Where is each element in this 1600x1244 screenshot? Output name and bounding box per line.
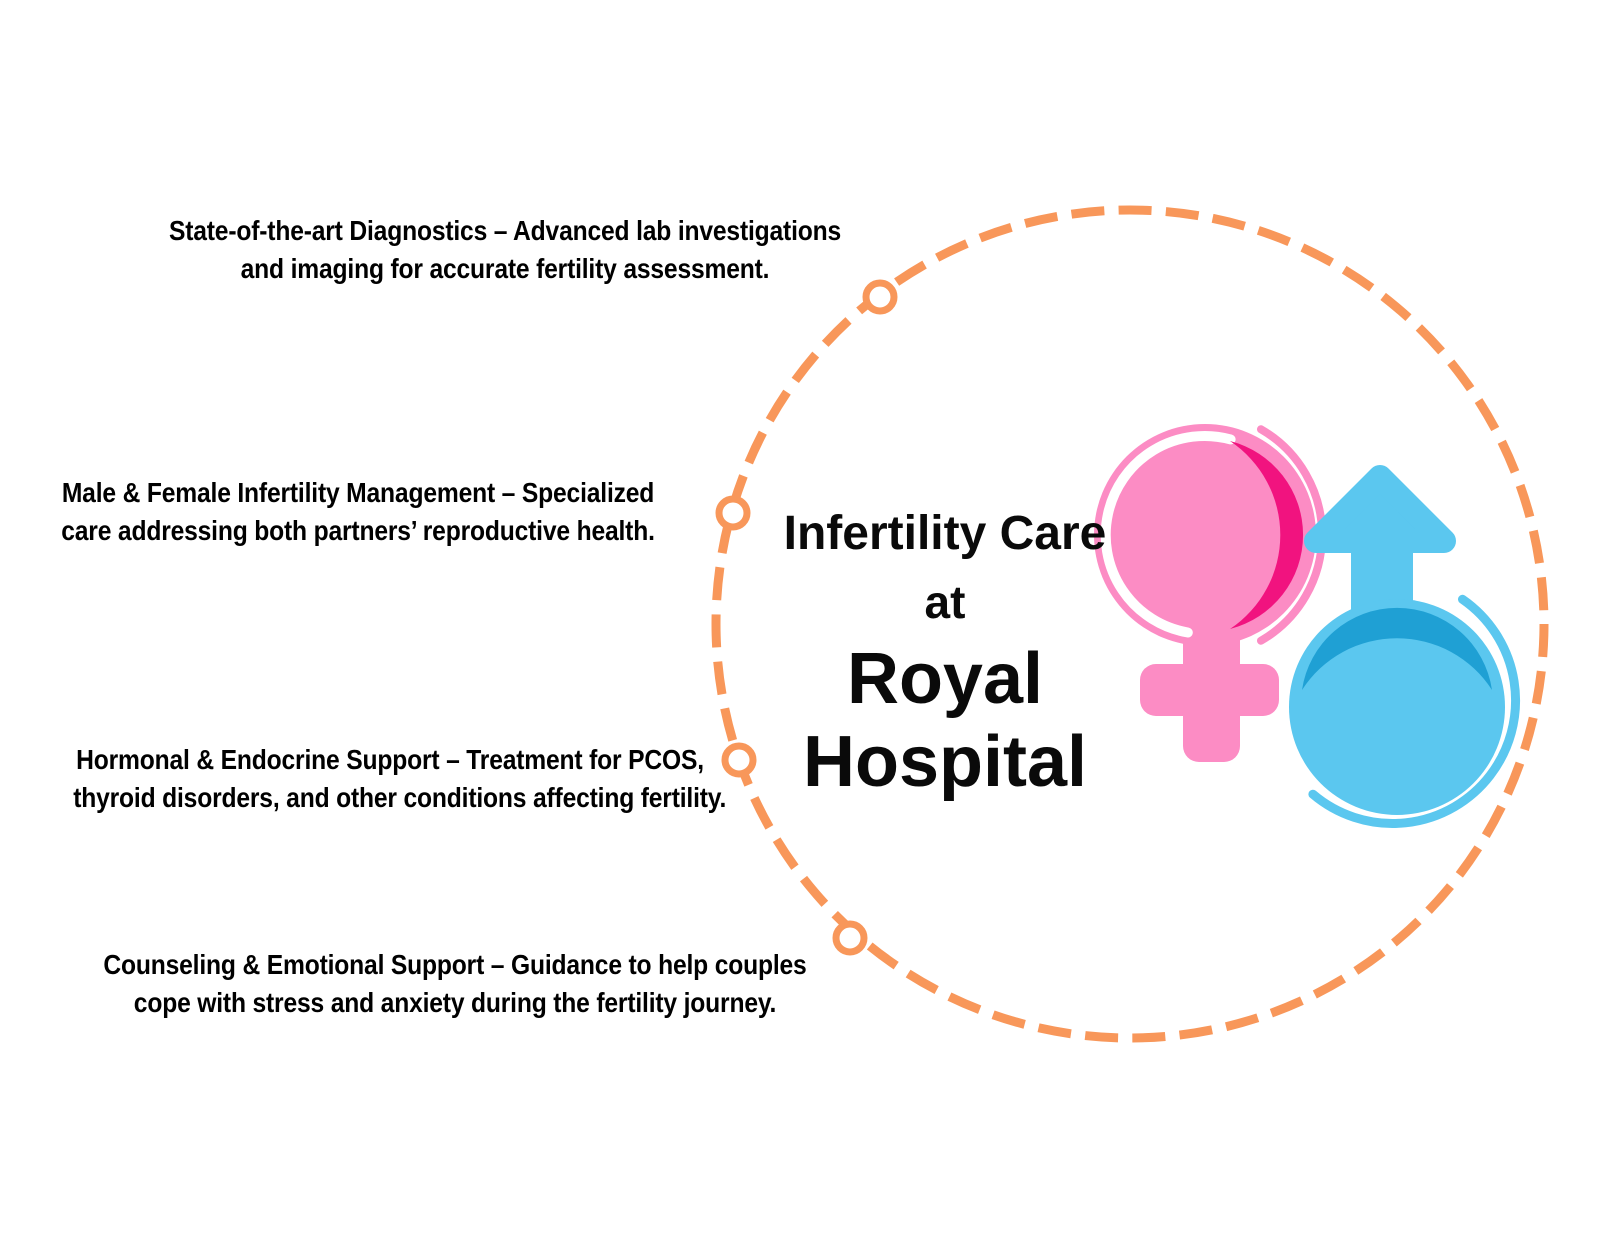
feature-line: care addressing both partners’ reproduct… [61, 515, 655, 546]
circle-marker-icon [715, 495, 751, 531]
female-circle [1094, 424, 1316, 646]
feature-line: State-of-the-art Diagnostics – Advanced … [168, 215, 842, 246]
title-line-hospital: Hospital [802, 722, 1088, 802]
circle-marker-icon [721, 742, 757, 778]
circle-marker-icon [832, 920, 868, 956]
feature-line: Hormonal & Endocrine Support – Treatment… [76, 744, 704, 775]
female-gender-icon [1094, 424, 1327, 762]
title-line-at: at [924, 576, 966, 628]
circle-marker-icon [862, 279, 898, 315]
feature-item-infertility-management: Male & Female Infertility Management – S… [0, 474, 716, 550]
feature-item-counseling: Counseling & Emotional Support – Guidanc… [15, 946, 895, 1022]
title-line-royal: Royal [846, 639, 1044, 719]
male-outer-swoosh [1308, 594, 1521, 828]
feature-line: and imaging for accurate fertility asses… [240, 253, 770, 284]
feature-line: Male & Female Infertility Management – S… [61, 477, 655, 508]
feature-item-diagnostics: State-of-the-art Diagnostics – Advanced … [55, 212, 955, 288]
female-highlight-arc [1100, 430, 1236, 638]
male-dark-crescent [1302, 607, 1492, 690]
male-circle [1289, 599, 1505, 815]
female-magenta-crescent [1230, 441, 1304, 629]
feature-line: Counseling & Emotional Support – Guidanc… [103, 949, 807, 980]
male-gender-icon [1289, 465, 1521, 828]
feature-line: thyroid disorders, and other conditions … [73, 782, 727, 813]
dashed-orbit-circle [711, 205, 1549, 1043]
title-line-care: Infertility Care [783, 507, 1107, 560]
feature-item-hormonal-support: Hormonal & Endocrine Support – Treatment… [30, 741, 750, 817]
female-cross-bar [1140, 664, 1279, 716]
feature-line: cope with stress and anxiety during the … [133, 987, 777, 1018]
page-title: Infertility Care at Royal Hospital [705, 503, 1185, 805]
male-arrow-head [1304, 465, 1456, 553]
